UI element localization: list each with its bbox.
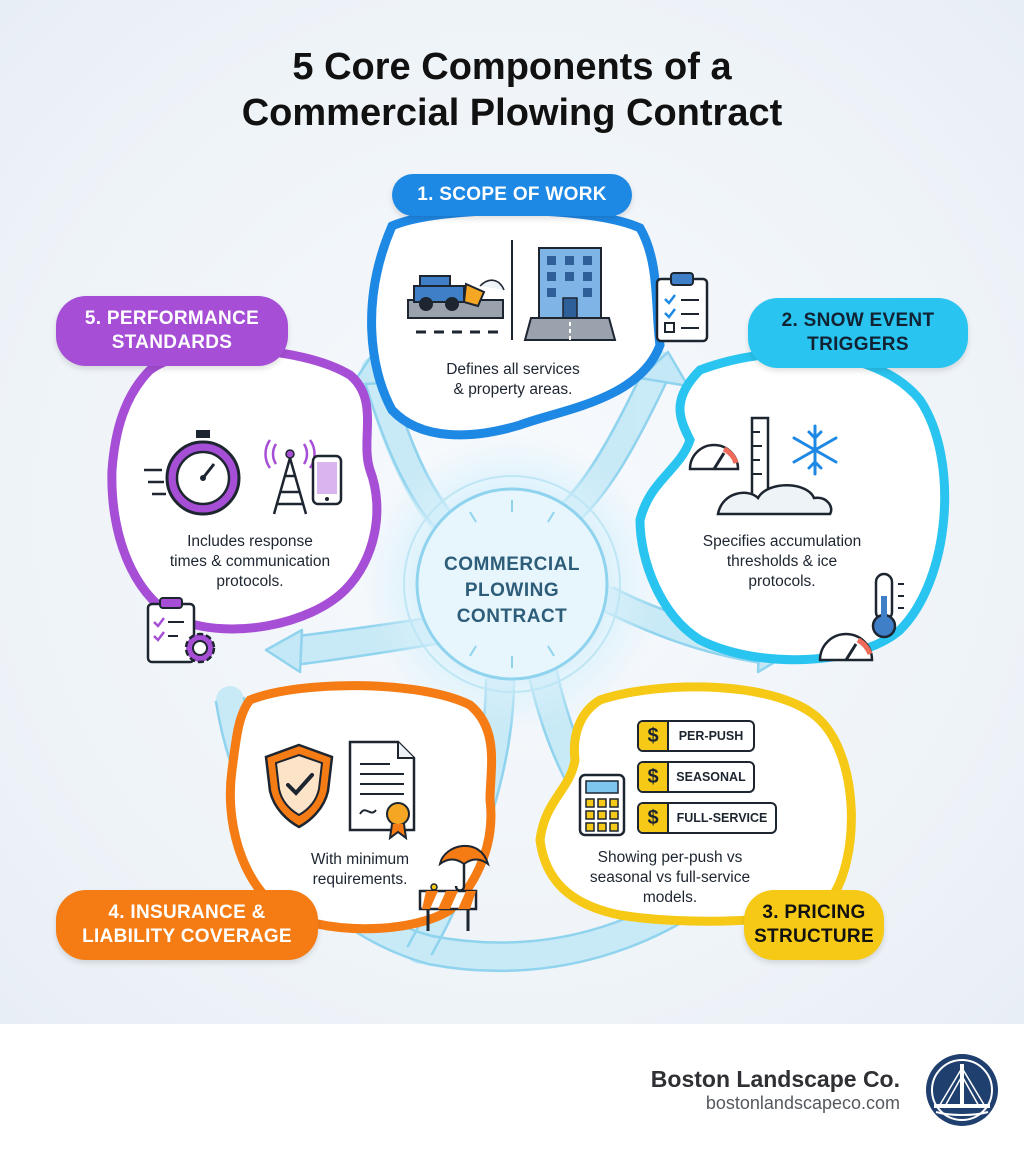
checklist-gear-icon [146, 597, 216, 664]
pricing-structure-description: Showing per-push vs seasonal vs full-ser… [589, 849, 751, 906]
radio-tower-icon [264, 439, 316, 515]
snowflake-icon [792, 424, 838, 476]
gauge-icon [688, 443, 740, 471]
center-circle [415, 487, 609, 681]
shield-check-icon [264, 743, 334, 829]
pricing-structure-label: 3. PRICING STRUCTURE [744, 890, 884, 960]
price-option-full-service: $ FULL-SERVICE [637, 802, 777, 834]
insurance-liability-description: With minimum requirements. [310, 851, 410, 888]
diagram-canvas: 5 Core Components of a Commercial Plowin… [0, 0, 1024, 1024]
scope-of-work-description: Defines all services & property areas. [446, 361, 580, 398]
office-building-icon [523, 247, 617, 341]
footer [0, 1024, 1024, 1154]
small-gauge-icon [818, 632, 874, 662]
performance-standards-blob [107, 345, 382, 634]
certificate-icon [348, 740, 416, 841]
scope-of-work-blob [367, 206, 665, 440]
center-label: COMMERCIAL PLOWING CONTRACT [412, 552, 612, 630]
clipboard-checklist-icon [655, 272, 709, 343]
stopwatch-icon [144, 430, 241, 516]
price-option-seasonal: $ SEASONAL [637, 761, 755, 793]
insurance-liability-label: 4. INSURANCE & LIABILITY COVERAGE [56, 890, 318, 960]
snow-event-triggers-description: Specifies accumulation thresholds & ice … [702, 533, 862, 590]
performance-standards-description: Includes response times & communication … [169, 533, 331, 590]
barrier-icon [418, 883, 478, 931]
dollar-icon: $ [639, 804, 669, 832]
performance-standards-label: 5. PERFORMANCE STANDARDS [56, 296, 288, 366]
title-line-1: 5 Core Components of a [292, 46, 732, 88]
price-option-per-push: $ PER-PUSH [637, 720, 755, 752]
dollar-icon: $ [639, 722, 669, 750]
center-rays [469, 500, 555, 668]
diagram-graphic [107, 206, 950, 973]
umbrella-icon [438, 845, 490, 892]
title-line-2: Commercial Plowing Contract [241, 92, 783, 134]
calculator-icon [578, 773, 626, 837]
scope-of-work-label: 1. SCOPE OF WORK [392, 174, 632, 216]
center-line-3: CONTRACT [456, 606, 568, 627]
smartphone-icon [311, 454, 343, 506]
brand-logo-icon [926, 1054, 998, 1126]
page-title: 5 Core Components of a Commercial Plowin… [0, 44, 1024, 136]
snow-event-triggers-label: 2. SNOW EVENT TRIGGERS [748, 298, 968, 368]
snow-ruler-icon [716, 416, 833, 516]
dollar-icon: $ [639, 763, 669, 791]
center-ring [403, 475, 621, 693]
center-line-2: PLOWING [464, 580, 560, 601]
center-line-1: COMMERCIAL [444, 554, 580, 575]
brand-url: bostonlandscapeco.com [705, 1093, 900, 1113]
snowplow-truck-icon [407, 275, 505, 334]
brand-name: Boston Landscape Co. [650, 1066, 900, 1092]
thermometer-icon [871, 572, 904, 639]
